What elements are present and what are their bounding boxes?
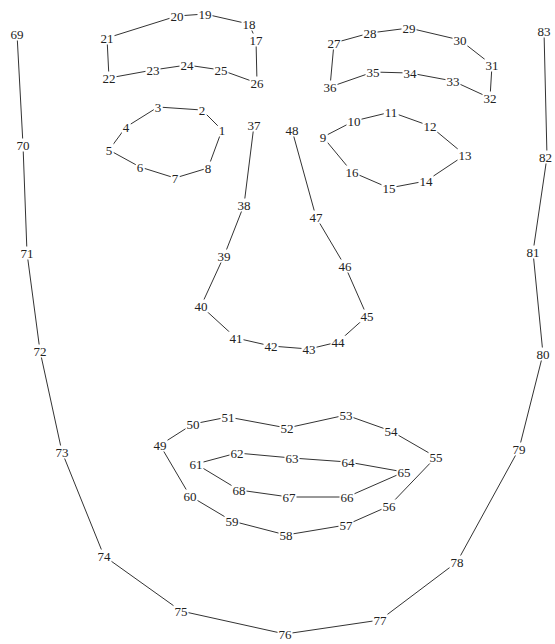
landmark-number: 6 [136, 161, 145, 174]
landmark-number: 23 [146, 64, 161, 77]
landmark-number: 18 [242, 18, 257, 31]
landmark-number: 60 [183, 490, 198, 503]
landmark-number: 11 [384, 106, 399, 119]
face-contour [17, 31, 547, 634]
landmark-number: 65 [397, 466, 412, 479]
landmark-number: 69 [10, 28, 25, 41]
landmark-number: 52 [280, 422, 295, 435]
inner-lip-outline [196, 453, 404, 497]
landmark-number: 62 [230, 447, 245, 460]
landmark-number: 49 [153, 439, 168, 452]
left-brow-outline [107, 14, 257, 83]
landmark-number: 83 [537, 25, 552, 38]
landmark-number: 7 [171, 172, 180, 185]
landmark-number: 44 [331, 336, 346, 349]
right-eye-outline [323, 112, 465, 188]
landmark-number: 42 [264, 340, 279, 353]
landmark-number: 5 [105, 144, 114, 157]
landmark-number: 61 [189, 458, 204, 471]
landmark-number: 32 [483, 92, 498, 105]
landmark-number: 81 [526, 246, 541, 259]
landmark-number: 17 [249, 34, 264, 47]
right-brow-outline [330, 28, 492, 98]
landmark-number: 79 [512, 443, 527, 456]
landmark-number: 3 [154, 101, 163, 114]
landmark-number: 70 [16, 139, 31, 152]
landmark-number: 56 [382, 500, 397, 513]
landmark-number: 43 [302, 343, 317, 356]
landmark-number: 8 [204, 162, 213, 175]
landmark-number: 59 [225, 515, 240, 528]
landmark-number: 16 [345, 166, 360, 179]
landmark-number: 1 [218, 124, 227, 137]
left-eye-outline [109, 107, 222, 178]
landmark-number: 46 [338, 260, 353, 273]
landmark-number: 50 [186, 418, 201, 431]
landmark-number: 82 [538, 151, 553, 164]
outer-lip-outline [160, 415, 436, 535]
landmark-number: 54 [384, 425, 399, 438]
landmark-number: 26 [250, 77, 265, 90]
landmark-number: 74 [97, 550, 112, 563]
landmark-number: 27 [327, 37, 342, 50]
landmark-number: 12 [423, 120, 438, 133]
landmark-number: 41 [229, 332, 244, 345]
landmark-number: 22 [102, 72, 117, 85]
landmark-number: 51 [221, 411, 236, 424]
landmark-number: 63 [285, 452, 300, 465]
landmark-number: 24 [180, 59, 195, 72]
landmark-number: 13 [458, 149, 473, 162]
landmark-number: 31 [485, 59, 500, 72]
landmark-number: 76 [278, 628, 293, 641]
landmark-number: 67 [282, 491, 297, 504]
landmark-number: 58 [279, 529, 294, 542]
landmark-number: 25 [214, 64, 229, 77]
landmark-number: 75 [174, 605, 189, 618]
landmark-number: 73 [55, 446, 70, 459]
landmark-number: 53 [339, 409, 354, 422]
landmark-number: 33 [446, 75, 461, 88]
landmark-number: 45 [360, 310, 375, 323]
landmark-number: 47 [309, 211, 324, 224]
landmark-number: 48 [285, 124, 300, 137]
landmark-number: 30 [453, 34, 468, 47]
landmark-number: 40 [194, 300, 209, 313]
landmark-number: 20 [170, 10, 185, 23]
landmark-number: 37 [247, 119, 262, 132]
landmark-number: 66 [340, 491, 355, 504]
landmark-number: 4 [122, 121, 131, 134]
landmark-number: 15 [382, 182, 397, 195]
landmark-number: 10 [347, 115, 362, 128]
landmark-number: 21 [100, 32, 115, 45]
landmark-number: 78 [450, 556, 465, 569]
landmark-number: 36 [323, 81, 338, 94]
landmark-number: 38 [237, 199, 252, 212]
landmark-number: 14 [419, 175, 434, 188]
landmark-number: 57 [339, 519, 354, 532]
landmark-number: 19 [198, 8, 213, 21]
landmark-number: 55 [429, 451, 444, 464]
landmark-number: 80 [536, 348, 551, 361]
landmark-number: 77 [373, 614, 388, 627]
landmark-number: 72 [33, 345, 48, 358]
landmark-number: 39 [217, 250, 232, 263]
landmark-number: 71 [20, 247, 35, 260]
landmark-number: 64 [341, 456, 356, 469]
landmark-number: 29 [402, 22, 417, 35]
landmark-number: 28 [363, 27, 378, 40]
nose-outline [201, 125, 367, 349]
landmark-number: 34 [403, 67, 418, 80]
landmark-number: 68 [232, 484, 247, 497]
landmark-number: 9 [319, 131, 328, 144]
landmark-number: 35 [366, 66, 381, 79]
landmark-number: 2 [198, 104, 207, 117]
